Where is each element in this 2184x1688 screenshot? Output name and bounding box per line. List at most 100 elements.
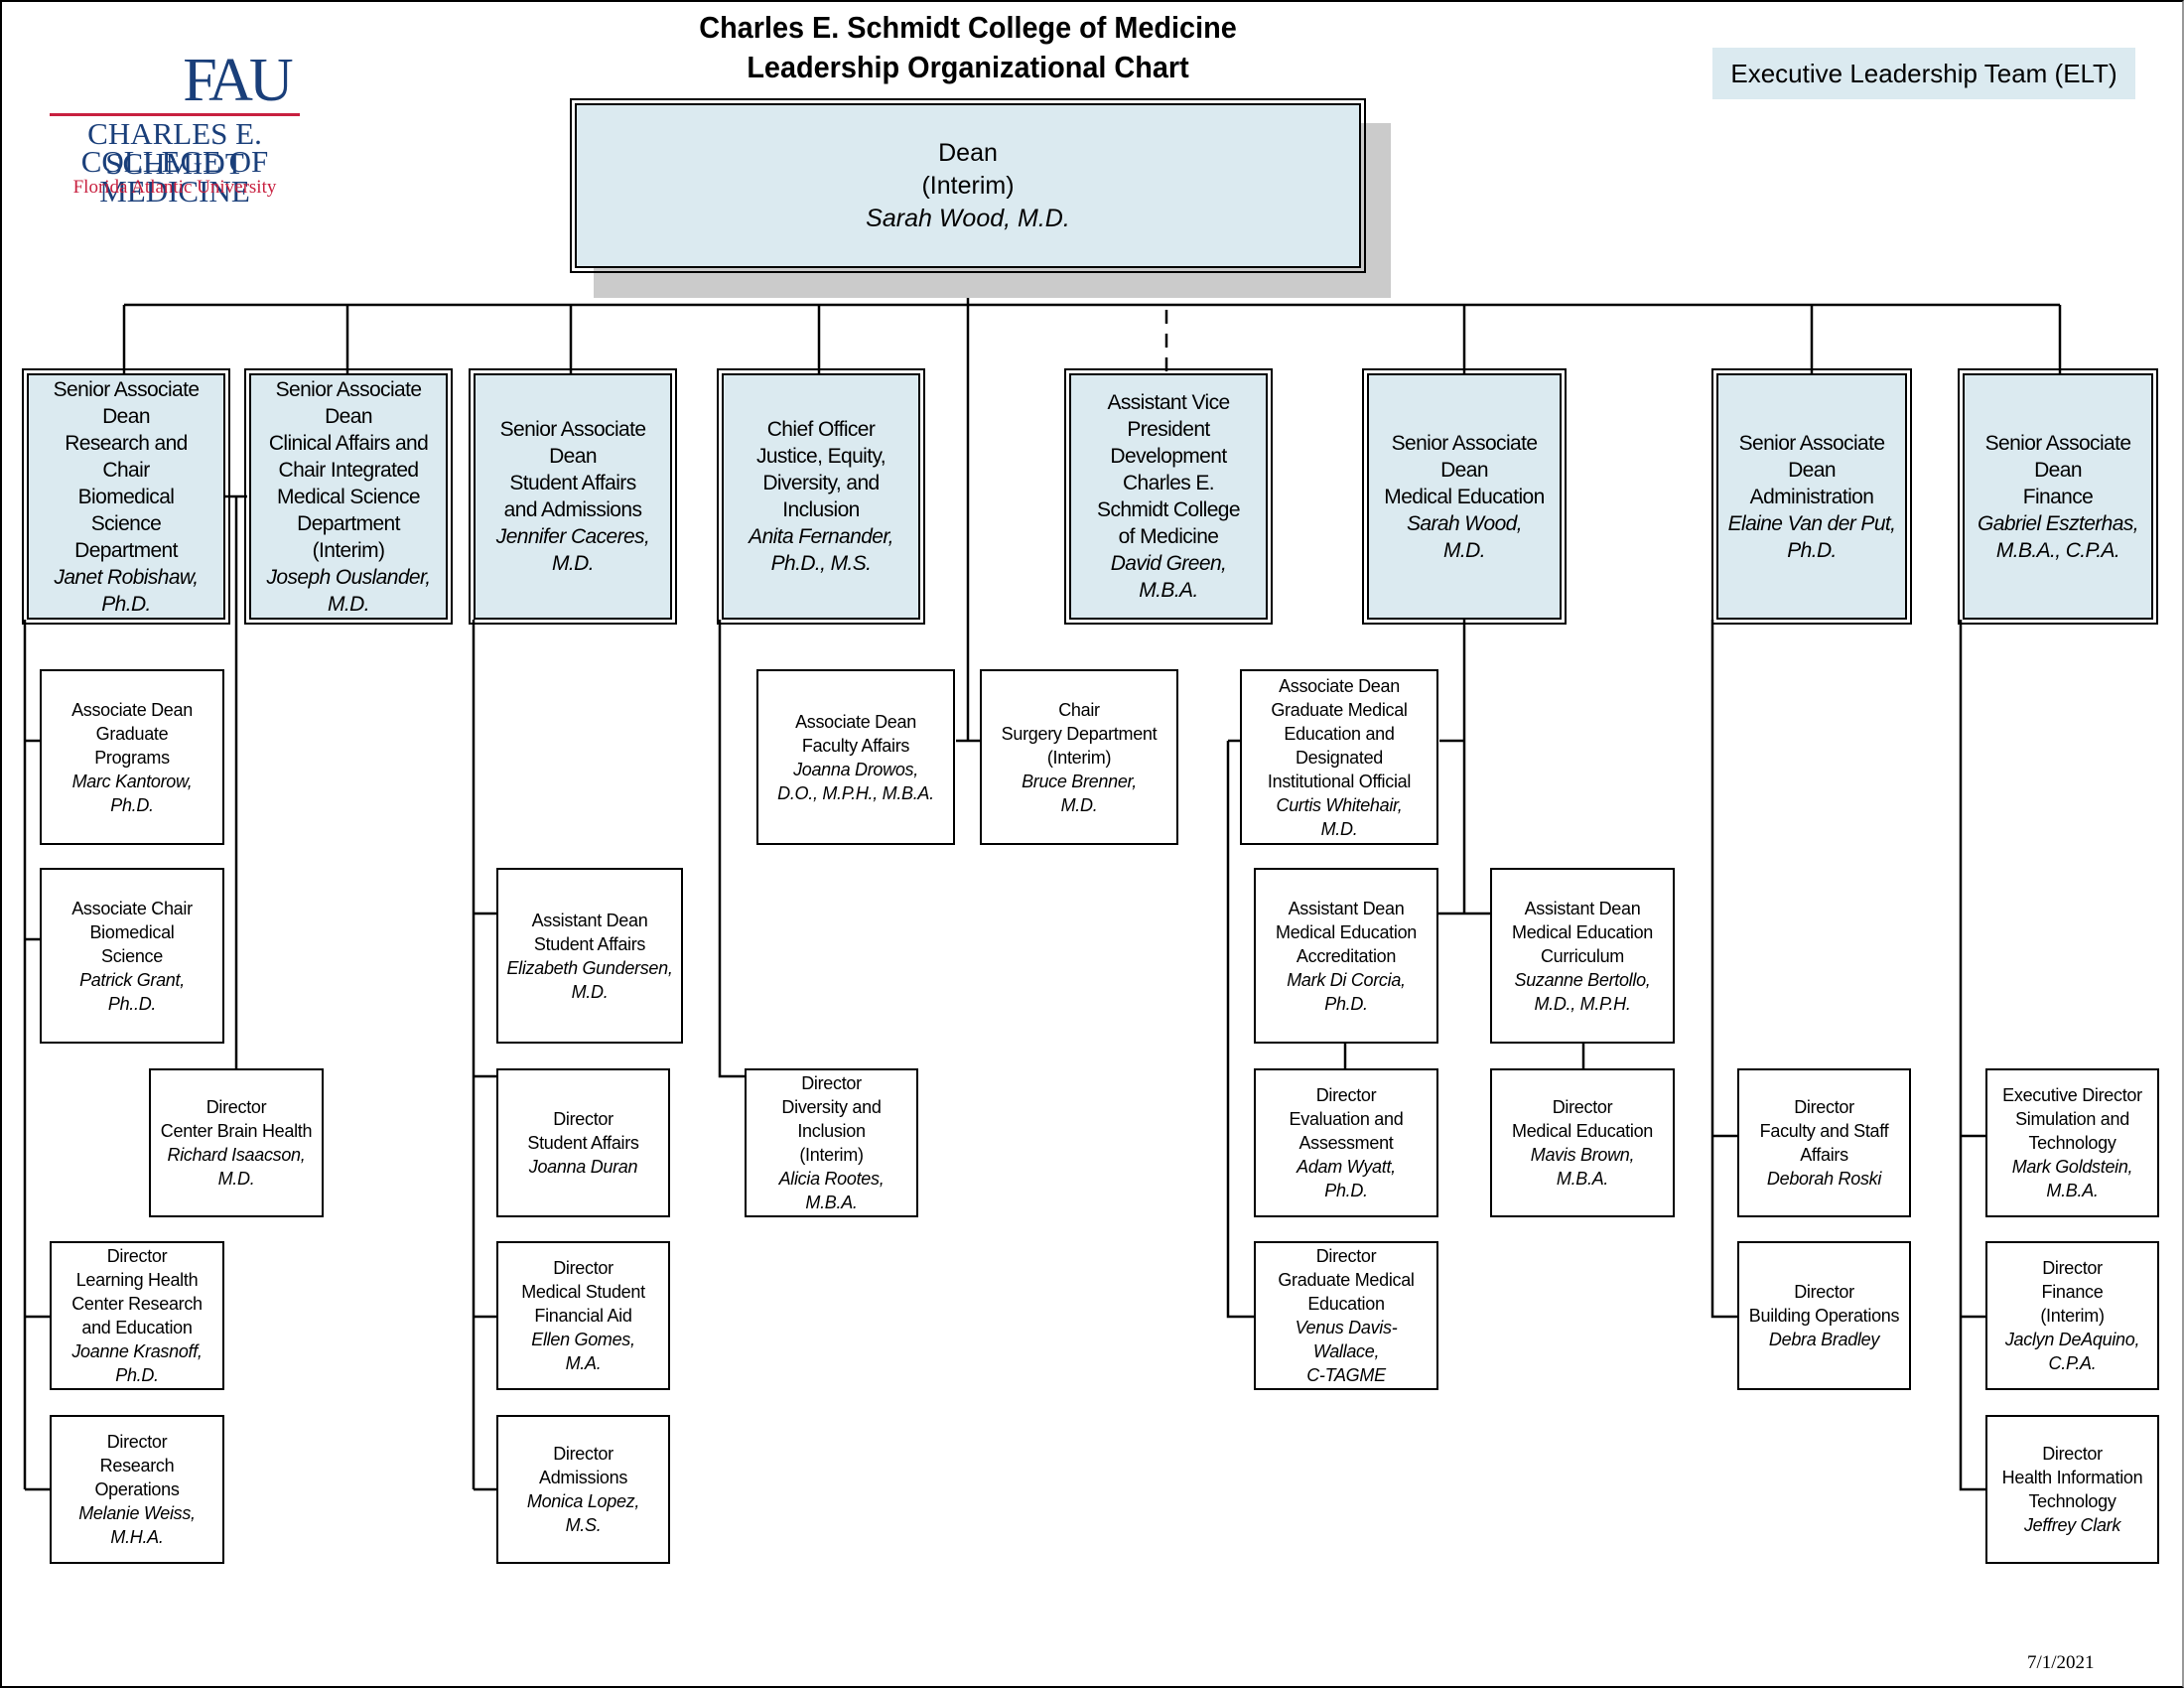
- role-title-line: Research: [99, 1456, 175, 1476]
- person-name-line: M.B.A.: [805, 1193, 858, 1212]
- logo-line-1: CHARLES E. SCHMIDT: [87, 116, 262, 181]
- dean-box[interactable]: Dean (Interim) Sarah Wood, M.D.: [570, 98, 1366, 273]
- person-name-line: Sarah Wood,: [1407, 511, 1523, 535]
- jedi-spine: [718, 620, 745, 1078]
- role-title-line: Development: [1110, 445, 1227, 468]
- role-title-line: Diversity and: [781, 1097, 882, 1117]
- role-title-line: (Interim): [2040, 1306, 2105, 1326]
- role-title-line: Chair: [102, 458, 150, 482]
- person-name-line: Gabriel Eszterhas,: [1978, 511, 2139, 535]
- person-name-line: M.S.: [565, 1515, 602, 1535]
- role-title-line: Medical Science: [277, 485, 421, 508]
- person-name-line: Ph.D.: [110, 794, 154, 815]
- person-name-line: Richard Isaacson,: [167, 1145, 306, 1165]
- person-name-line: Alicia Rootes,: [778, 1169, 885, 1189]
- role-title-line: Director: [2042, 1258, 2103, 1278]
- role-title-line: Biomedical: [77, 485, 175, 508]
- role-title-line: Operations: [94, 1479, 180, 1499]
- person-name-line: Ph.D., M.S.: [770, 552, 872, 575]
- role-title-line: Affairs: [1800, 1145, 1848, 1165]
- role-title-line: Graduate Medical: [1278, 1270, 1415, 1290]
- page-title: Charles E. Schmidt College of Medicine L…: [585, 8, 1351, 87]
- role-title-line: and Admissions: [503, 498, 642, 521]
- admin-spine: [1710, 620, 1737, 1319]
- role-title-line: Director: [553, 1444, 614, 1464]
- role-title-line: Associate Dean: [1279, 675, 1400, 696]
- role-title-line: Dean: [102, 404, 150, 428]
- role-title-line: Accreditation: [1296, 945, 1397, 966]
- role-title-line: Director: [1315, 1085, 1377, 1105]
- person-name-line: Jennifer Caceres,: [495, 525, 650, 548]
- role-title-line: Diversity, and: [762, 472, 880, 494]
- role-title-line: Student Affairs: [533, 933, 646, 954]
- role-title-line: Programs: [94, 747, 170, 768]
- role-title-line: Senior Associate: [499, 418, 646, 441]
- role-title-line: Director: [205, 1097, 267, 1117]
- role-title-line: and Education: [81, 1318, 193, 1337]
- role-title-line: Department: [297, 511, 400, 535]
- person-name-line: M.D.: [1443, 538, 1486, 562]
- role-title-line: Director: [106, 1432, 168, 1452]
- role-title-line: Dean: [325, 404, 372, 428]
- role-title-line: Evaluation and: [1289, 1109, 1404, 1129]
- role-title-line: Medical Student: [521, 1282, 645, 1302]
- role-title-line: Director: [1794, 1282, 1854, 1302]
- role-title-line: Associate Dean: [71, 699, 193, 720]
- person-name-line: Joanne Krasnoff,: [71, 1341, 203, 1361]
- role-title-line: Associate Chair: [71, 898, 193, 918]
- person-name-line: Marc Kantorow,: [71, 771, 193, 791]
- role-title-line: Director: [801, 1073, 862, 1093]
- role-title-line: Director: [2042, 1444, 2103, 1464]
- role-title-line: Dean: [2034, 458, 2082, 482]
- dean-title-2: (Interim): [921, 171, 1015, 200]
- role-title-line: Senior Associate: [1984, 431, 2131, 455]
- role-title-line: of Medicine: [1118, 525, 1219, 548]
- person-name-line: C.P.A.: [2048, 1353, 2097, 1373]
- dean-title-1: Dean: [938, 138, 998, 167]
- role-title-line: Medical Education: [1512, 921, 1653, 942]
- role-title-line: Senior Associate: [275, 377, 422, 401]
- role-title-line: Finance: [2022, 485, 2094, 508]
- role-title-line: Graduate: [95, 723, 169, 744]
- role-title-line: Assistant Dean: [1524, 898, 1641, 918]
- person-name-line: Debra Bradley: [1768, 1330, 1880, 1349]
- person-name-line: Ph.D.: [1787, 538, 1837, 562]
- role-title-line: Admissions: [538, 1468, 628, 1487]
- role-title-line: Dean: [1788, 458, 1836, 482]
- role-title-line: Research and: [65, 431, 188, 455]
- role-title-line: (Interim): [312, 538, 385, 562]
- person-name-line: C-TAGME: [1306, 1365, 1386, 1385]
- person-name-line: Jaclyn DeAquino,: [2004, 1330, 2140, 1349]
